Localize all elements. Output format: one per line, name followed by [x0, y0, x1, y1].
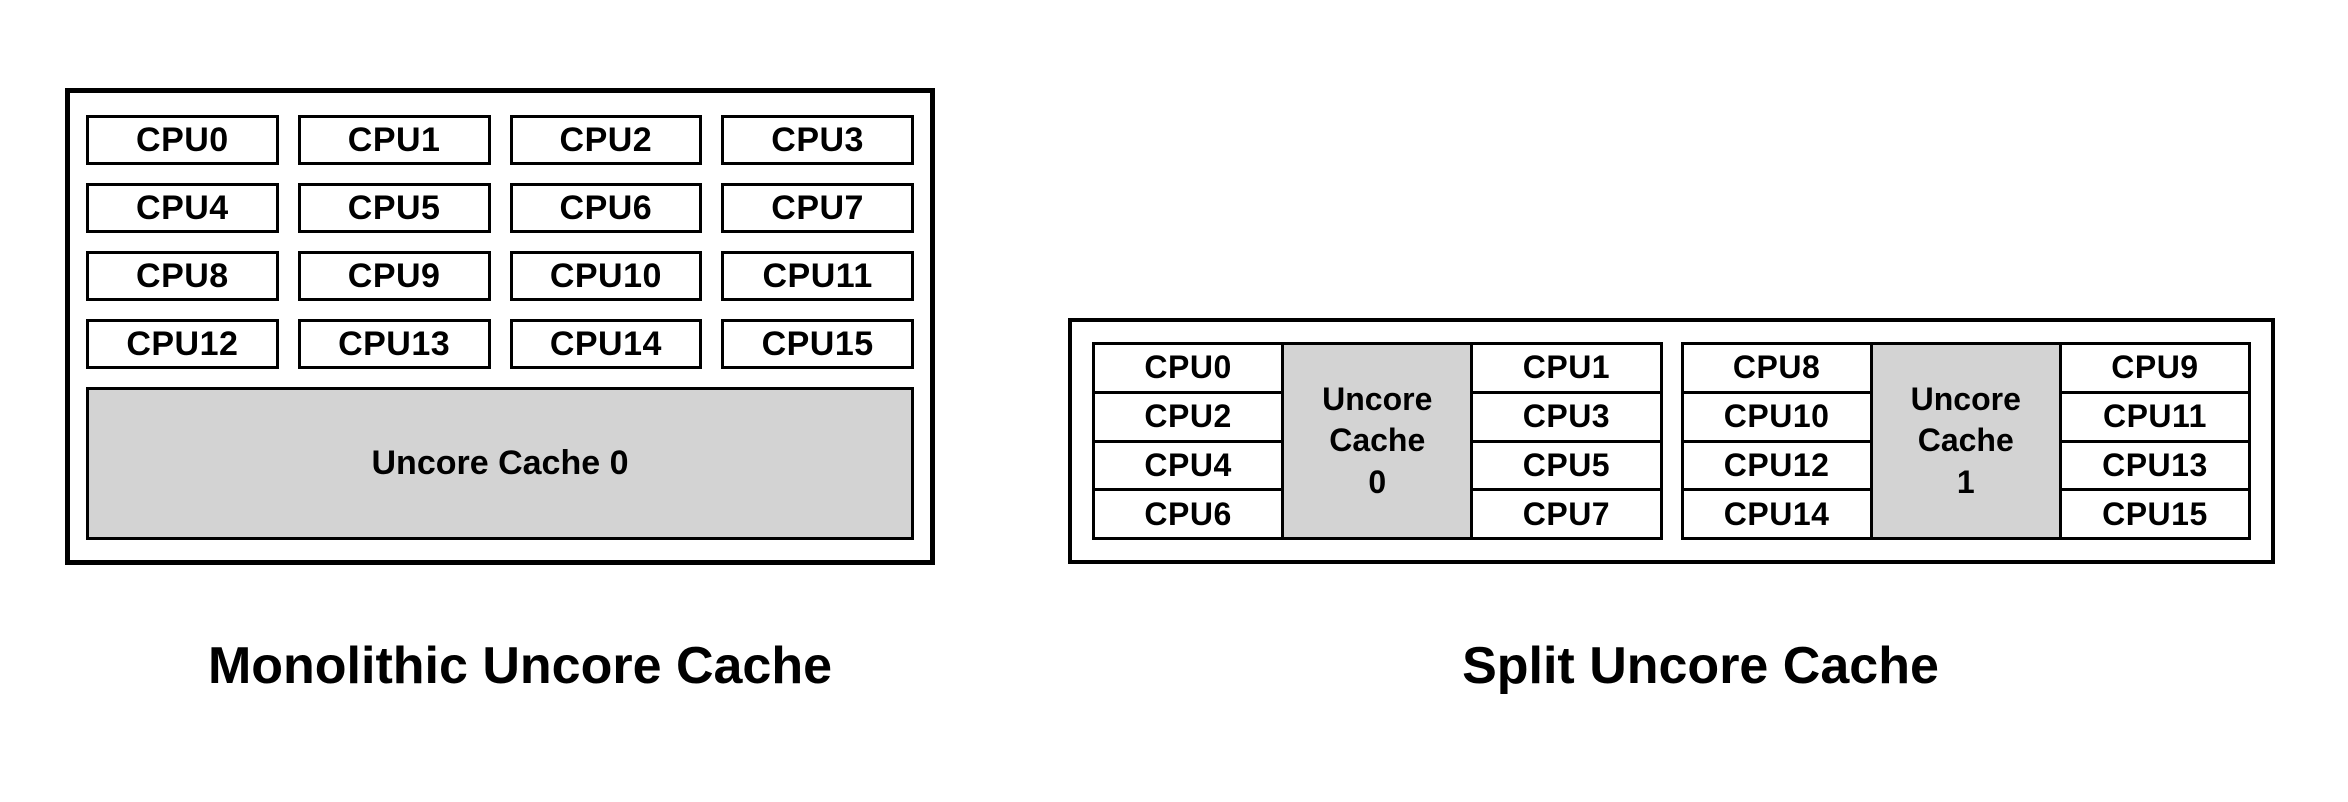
- cpu-box: CPU5: [1473, 442, 1660, 489]
- uncore-cache-0-box: Uncore Cache 0: [1284, 345, 1471, 537]
- cpu-box: CPU9: [2061, 345, 2248, 391]
- cpu-box: CPU1: [1473, 345, 1660, 391]
- cpu-box: CPU12: [1683, 442, 1870, 489]
- split-group-0: CPU0 CPU2 CPU4 CPU6 Uncore Cache 0 CPU1 …: [1092, 342, 1663, 540]
- cpu-box: CPU3: [1473, 393, 1660, 440]
- monolithic-diagram: CPU0 CPU1 CPU2 CPU3 CPU4 CPU5 CPU6 CPU7 …: [65, 88, 935, 565]
- cpu-box: CPU2: [1095, 393, 1282, 440]
- cpu-box: CPU15: [721, 319, 914, 369]
- monolithic-caption: Monolithic Uncore Cache: [207, 637, 833, 695]
- cpu-box: CPU0: [86, 115, 279, 165]
- cpu-box: CPU3: [721, 115, 914, 165]
- cpu-box: CPU2: [509, 115, 703, 165]
- cpu-box: CPU1: [297, 115, 491, 165]
- uncore-cache-0-box: Uncore Cache 0: [86, 387, 914, 540]
- cpu-box: CPU10: [1683, 393, 1870, 440]
- cpu-box: CPU0: [1095, 345, 1282, 391]
- cpu-box: CPU12: [86, 319, 279, 369]
- cpu-box: CPU5: [297, 183, 491, 233]
- uncore-cache-1-box: Uncore Cache 1: [1872, 345, 2059, 537]
- cpu-box: CPU6: [1095, 491, 1282, 537]
- cpu-box: CPU11: [721, 251, 914, 301]
- split-diagram: CPU0 CPU2 CPU4 CPU6 Uncore Cache 0 CPU1 …: [1068, 318, 2275, 564]
- cpu-box: CPU8: [86, 251, 279, 301]
- cpu-box: CPU13: [297, 319, 491, 369]
- split-group-1: CPU8 CPU10 CPU12 CPU14 Uncore Cache 1 CP…: [1680, 342, 2251, 540]
- cpu-box: CPU14: [509, 319, 703, 369]
- cpu-box: CPU10: [509, 251, 703, 301]
- split-caption: Split Uncore Cache: [1462, 637, 1939, 695]
- cpu-box: CPU15: [2061, 491, 2248, 537]
- cpu-box: CPU7: [1473, 491, 1660, 537]
- cpu-box: CPU11: [2061, 393, 2248, 440]
- cpu-box: CPU4: [86, 183, 279, 233]
- monolithic-cpu-grid: CPU0 CPU1 CPU2 CPU3 CPU4 CPU5 CPU6 CPU7 …: [86, 115, 914, 369]
- uncore-cache-1-label: Uncore Cache 1: [1910, 380, 2021, 500]
- cpu-box: CPU4: [1095, 442, 1282, 489]
- cpu-box: CPU14: [1683, 491, 1870, 537]
- cpu-box: CPU7: [721, 183, 914, 233]
- cpu-box: CPU9: [297, 251, 491, 301]
- cpu-box: CPU13: [2061, 442, 2248, 489]
- cpu-box: CPU8: [1683, 345, 1870, 391]
- uncore-cache-0-label: Uncore Cache 0: [1322, 380, 1433, 500]
- cpu-box: CPU6: [509, 183, 703, 233]
